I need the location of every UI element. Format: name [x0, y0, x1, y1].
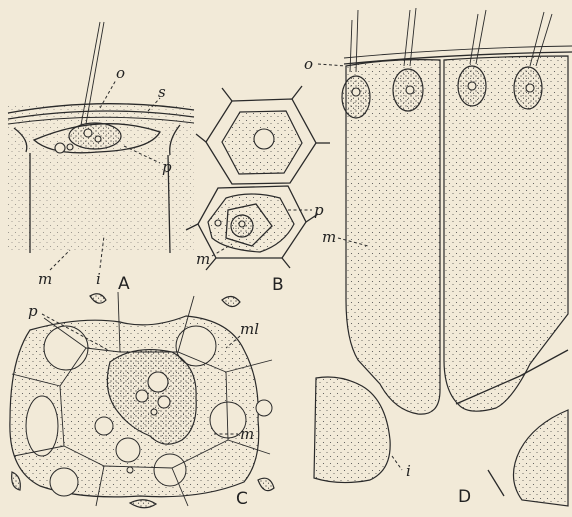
panel-d-wall-tail	[488, 470, 504, 496]
panel-b-wall-4	[196, 134, 206, 142]
panel-a-nucleus	[69, 123, 121, 149]
panel-d-lower-cell-right	[513, 410, 568, 506]
panel-a-label-i: i	[96, 270, 101, 288]
panel-c-label-ml: ml	[240, 320, 259, 338]
panel-b: p m B	[186, 86, 330, 295]
panel-c-label-m: m	[240, 425, 254, 443]
panel-c-vacuole-5	[116, 438, 140, 462]
panel-b-wall-1	[222, 88, 232, 101]
panel-a-nucleolus	[84, 129, 92, 137]
panel-b-label-p: p	[314, 201, 324, 219]
panel-d: o m i D	[304, 8, 572, 507]
panel-d-label-i: i	[406, 462, 411, 480]
panel-c-corner-4	[258, 478, 274, 490]
panel-c-corner-3	[12, 472, 21, 490]
panel-b-wall-2	[292, 86, 302, 99]
panel-d-leader-o	[318, 64, 346, 66]
panel-b-nucleolus	[239, 221, 245, 227]
panel-c-nucleolus	[148, 372, 168, 392]
panel-d-nucleolus-4	[526, 84, 534, 92]
panel-a-vacuole-1	[55, 143, 65, 153]
panel-c-corner-5	[130, 500, 156, 508]
panel-c-granule-3	[151, 409, 157, 415]
panel-c-granule-1	[136, 390, 148, 402]
panel-d-leader-i	[392, 456, 402, 470]
panel-c-granule	[127, 467, 133, 473]
panel-d-nucleolus-1	[352, 88, 360, 96]
panel-d-letter: D	[458, 487, 471, 507]
panel-b-letter: B	[272, 275, 284, 295]
panel-d-label-o: o	[304, 55, 313, 73]
panel-c-vacuole-9	[256, 400, 272, 416]
panel-a-vacuole-2	[67, 144, 73, 150]
panel-c-corner-2	[222, 296, 240, 306]
panel-b-granule	[215, 220, 221, 226]
panel-b-nucleus-upper	[254, 129, 274, 149]
panel-d-lower-cell-left	[314, 377, 390, 483]
panel-a-label-m: m	[38, 270, 52, 288]
panel-d-hair-1a	[350, 20, 352, 72]
panel-c-vacuole-7	[154, 454, 186, 486]
panel-d-label-m: m	[322, 228, 336, 246]
panel-c-vacuole-3	[26, 396, 58, 456]
panel-c-label-p: p	[28, 302, 38, 320]
panel-b-label-m: m	[196, 250, 210, 268]
panel-b-wall-7	[282, 258, 290, 268]
panel-d-hair-3a	[470, 14, 478, 64]
panel-a: o s p m i A	[8, 22, 194, 294]
panel-d-nucleolus-3	[468, 82, 476, 90]
panel-c-corner-1	[90, 294, 106, 303]
panel-d-hair-2a	[404, 10, 410, 66]
panel-c-vacuole-8	[50, 468, 78, 496]
panel-d-nucleus-1	[342, 76, 370, 118]
panel-c-letter: C	[236, 489, 248, 509]
panel-a-letter: A	[118, 274, 130, 294]
panel-a-label-o: o	[116, 64, 125, 82]
panel-d-palisade-cell-2	[444, 56, 568, 411]
panel-d-hair-2b	[410, 8, 416, 66]
panel-a-granule	[95, 136, 101, 142]
panel-c-granule-2	[158, 396, 170, 408]
panel-c-vacuole-1	[44, 326, 88, 370]
panel-d-nucleolus-2	[406, 86, 414, 94]
panel-a-label-p: p	[162, 158, 172, 176]
panel-c: p ml m C	[10, 292, 274, 509]
panel-a-label-s: s	[158, 83, 166, 101]
panel-c-vacuole-6	[95, 417, 113, 435]
